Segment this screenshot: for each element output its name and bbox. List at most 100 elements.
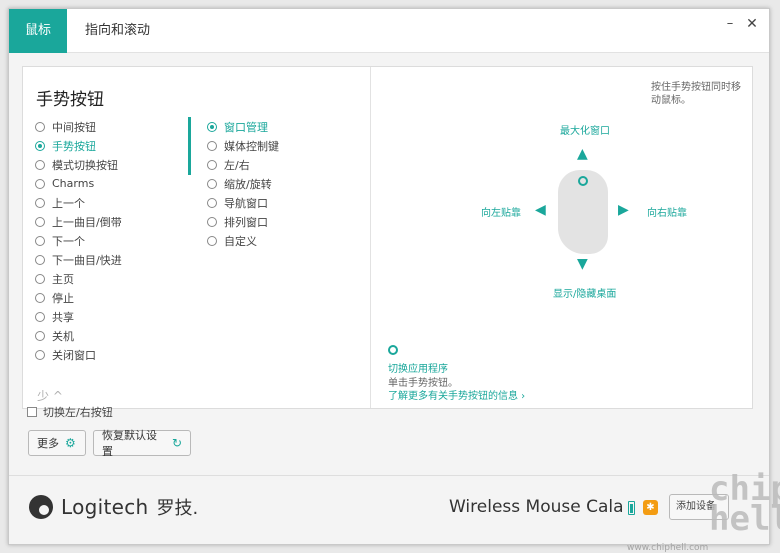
click-action-label: 切换应用程序 (388, 364, 448, 375)
radio-icon[interactable] (35, 178, 45, 189)
radio-label: 关机 (52, 329, 74, 343)
less-toggle[interactable]: 少 ^ (37, 389, 63, 403)
radio-option[interactable]: 共享 (35, 307, 195, 326)
reset-defaults-button[interactable]: 恢复默认设置 ↻ (93, 429, 191, 458)
learn-more-link[interactable]: 了解更多有关手势按钮的信息 › (388, 391, 526, 402)
radio-icon[interactable] (207, 178, 217, 189)
radio-option[interactable]: 下一个 (35, 231, 195, 250)
tab-mouse[interactable]: 鼠标 (9, 9, 67, 53)
label-down: 显示/隐藏桌面 (553, 289, 617, 300)
radio-option[interactable]: Charms (35, 174, 195, 193)
watermark-text: chip hell (709, 469, 780, 539)
radio-icon[interactable] (35, 349, 45, 360)
radio-option[interactable]: 关闭窗口 (35, 345, 195, 364)
radio-label: Charms (52, 177, 95, 190)
radio-option[interactable]: 切换屏幕 (35, 364, 195, 367)
radio-icon[interactable] (207, 197, 217, 208)
radio-option[interactable]: 停止 (35, 288, 195, 307)
battery-icon (628, 501, 635, 515)
radio-icon[interactable] (35, 292, 45, 303)
logitech-logo: Logitech 罗技. (29, 494, 198, 520)
gesture-mode-list: 窗口管理媒体控制键左/右缩放/旋转导航窗口排列窗口自定义 (207, 117, 367, 250)
more-button-label: 更多 (37, 437, 59, 450)
device-name[interactable]: Wireless Mouse Cala (449, 497, 624, 517)
arrow-right-icon: ▶ (618, 202, 629, 218)
radio-option[interactable]: 窗口管理 (207, 117, 367, 136)
logo-text-cn: 罗技. (156, 498, 199, 519)
radio-label: 切换屏幕 (52, 366, 96, 368)
panel-title: 手势按钮 (36, 90, 104, 110)
more-button[interactable]: 更多 ⚙ (28, 430, 86, 456)
swap-buttons-checkbox[interactable] (27, 407, 37, 417)
radio-icon[interactable] (35, 330, 45, 341)
radio-label: 排列窗口 (224, 215, 268, 229)
radio-label: 手势按钮 (52, 139, 96, 153)
add-device-button[interactable]: 添加设备 (669, 494, 729, 520)
logitech-mark-icon (29, 495, 53, 519)
radio-option[interactable]: 下一曲目/快进 (35, 250, 195, 269)
tab-bar: 鼠标 指向和滚动 – ✕ (9, 9, 769, 53)
close-button[interactable]: ✕ (746, 16, 758, 32)
label-up: 最大化窗口 (560, 126, 610, 137)
tab-pointing-scrolling[interactable]: 指向和滚动 (85, 23, 151, 38)
radio-icon[interactable] (35, 140, 45, 151)
radio-option[interactable]: 媒体控制键 (207, 136, 367, 155)
radio-icon[interactable] (207, 216, 217, 227)
radio-option[interactable]: 导航窗口 (207, 193, 367, 212)
radio-option[interactable]: 左/右 (207, 155, 367, 174)
unifying-receiver-icon[interactable]: ✱ (643, 500, 658, 515)
radio-option[interactable]: 缩放/旋转 (207, 174, 367, 193)
click-marker-icon (388, 345, 398, 355)
radio-label: 左/右 (224, 158, 250, 172)
radio-label: 下一曲目/快进 (52, 253, 122, 267)
radio-option[interactable]: 中间按钮 (35, 117, 195, 136)
radio-label: 导航窗口 (224, 196, 268, 210)
arrow-down-icon: ▼ (577, 256, 588, 272)
list-scrollbar[interactable] (188, 117, 191, 175)
radio-icon[interactable] (35, 254, 45, 265)
radio-label: 共享 (52, 310, 74, 324)
radio-icon[interactable] (35, 216, 45, 227)
radio-option[interactable]: 主页 (35, 269, 195, 288)
radio-icon[interactable] (35, 159, 45, 170)
radio-icon[interactable] (35, 121, 45, 132)
reset-button-label: 恢复默认设置 (102, 429, 157, 458)
radio-icon[interactable] (207, 140, 217, 151)
radio-icon[interactable] (35, 197, 45, 208)
radio-label: 缩放/旋转 (224, 177, 272, 191)
refresh-icon: ↻ (171, 436, 182, 450)
gesture-button-marker-icon (578, 176, 588, 186)
radio-label: 中间按钮 (52, 120, 96, 134)
radio-label: 上一个 (52, 196, 85, 210)
radio-label: 窗口管理 (224, 120, 268, 134)
watermark-url: www.chiphell.com (627, 543, 709, 553)
panel-divider (370, 67, 371, 408)
minimize-button[interactable]: – (726, 16, 734, 31)
radio-label: 下一个 (52, 234, 85, 248)
gesture-diagram: 最大化窗口 ▲ 向左贴靠 ◀ ▶ 向右贴靠 ▼ 显示/隐藏桌面 (443, 117, 723, 317)
radio-icon[interactable] (35, 235, 45, 246)
button-function-list[interactable]: 中间按钮手势按钮模式切换按钮 Charms 上一个上一曲目/倒带下一个下一曲目/快进… (35, 117, 195, 367)
radio-icon[interactable] (207, 235, 217, 246)
swap-buttons-label: 切换左/右按钮 (43, 406, 113, 419)
radio-option[interactable]: 上一曲目/倒带 (35, 212, 195, 231)
arrow-left-icon: ◀ (535, 202, 546, 218)
gesture-hint: 按住手势按钮同时移动鼠标。 (651, 82, 741, 106)
radio-label: 自定义 (224, 234, 257, 248)
arrow-up-icon: ▲ (577, 146, 588, 162)
radio-option[interactable]: 关机 (35, 326, 195, 345)
radio-option[interactable]: 上一个 (35, 193, 195, 212)
swap-buttons-row[interactable]: 切换左/右按钮 (27, 405, 113, 419)
radio-icon[interactable] (35, 311, 45, 322)
radio-option[interactable]: 模式切换按钮 (35, 155, 195, 174)
radio-icon[interactable] (207, 159, 217, 170)
radio-icon[interactable] (207, 121, 217, 132)
radio-icon[interactable] (35, 273, 45, 284)
radio-option[interactable]: 排列窗口 (207, 212, 367, 231)
mouse-illustration (558, 170, 608, 254)
radio-label: 模式切换按钮 (52, 158, 118, 172)
radio-option[interactable]: 手势按钮 (35, 136, 195, 155)
radio-option[interactable]: 自定义 (207, 231, 367, 250)
